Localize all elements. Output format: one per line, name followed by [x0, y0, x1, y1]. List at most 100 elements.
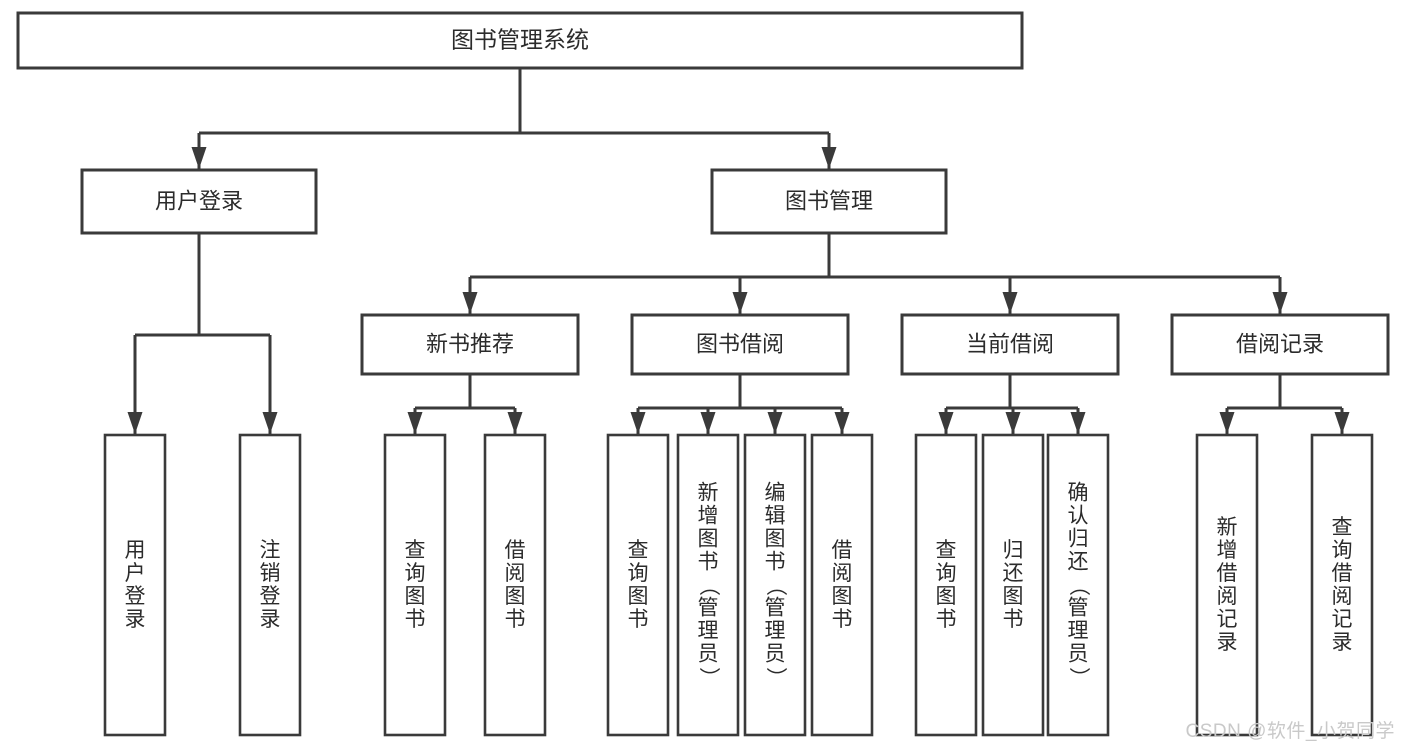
- node-label-char: 辑: [765, 504, 786, 527]
- node-box-leaf-cur-query: [914, 433, 978, 737]
- node-box-new-book-rec: [360, 313, 580, 376]
- node-label-char: 询: [628, 562, 649, 585]
- node-label-char: 书: [1003, 608, 1024, 631]
- node-label-char: 书: [765, 550, 786, 573]
- node-box-leaf-rec-borrow: [483, 433, 547, 737]
- node-label-borrow-record: 借阅记录: [1236, 331, 1324, 356]
- arrow-head-icon: [262, 412, 278, 434]
- node-label-undefined: 图书管理系统: [451, 27, 589, 53]
- node-box-book-manage: [710, 168, 948, 235]
- node-label-char: 确: [1068, 481, 1089, 504]
- node-label-char: 户: [125, 562, 146, 585]
- node-label-char: 阅: [1217, 585, 1238, 608]
- arrow-head-icon: [938, 412, 954, 434]
- node-label-char: 阅: [1332, 585, 1353, 608]
- node-label-char: 新: [698, 481, 719, 504]
- node-label-char: 询: [936, 562, 957, 585]
- node-label-char: 查: [628, 539, 649, 562]
- node-label-char: 理: [765, 619, 786, 642]
- arrow-head-icon: [767, 412, 783, 434]
- node-label-char: 录: [260, 608, 281, 631]
- node-label-char: ）: [1067, 667, 1090, 688]
- node-box-leaf-borrow-add: [676, 433, 740, 737]
- arrow-head-icon: [630, 412, 646, 434]
- node-label-char: 书: [505, 608, 526, 631]
- node-book-borrow[interactable]: 图书借阅: [630, 313, 850, 376]
- node-borrow-record[interactable]: 借阅记录: [1170, 313, 1390, 376]
- node-box-book-borrow: [630, 313, 850, 376]
- node-label-char: （: [697, 575, 720, 596]
- node-label-char: 录: [1332, 631, 1353, 654]
- arrow-head-icon: [1219, 412, 1235, 434]
- node-label-char: 归: [1003, 539, 1024, 562]
- node-label-char: 书: [405, 608, 426, 631]
- node-label-current-borrow: 当前借阅: [966, 331, 1054, 356]
- node-new-book-rec[interactable]: 新书推荐: [360, 313, 580, 376]
- node-label-char: 图: [405, 585, 426, 608]
- node-box-leaf-cur-confirm: [1046, 433, 1110, 737]
- node-label-user-login: 用户登录: [155, 188, 243, 213]
- node-current-borrow[interactable]: 当前借阅: [900, 313, 1120, 376]
- node-label-char: 借: [1217, 562, 1238, 585]
- node-label-char: 查: [936, 539, 957, 562]
- node-label-char: 录: [125, 608, 146, 631]
- arrow-head-icon: [507, 412, 523, 434]
- arrow-head-icon: [462, 292, 478, 314]
- node-leaf-user-login[interactable]: 用户登录: [103, 433, 167, 737]
- arrow-head-icon: [732, 292, 748, 314]
- node-label-char: 录: [1217, 631, 1238, 654]
- node-label-char: 询: [1332, 539, 1353, 562]
- node-label-char: 记: [1217, 608, 1238, 631]
- node-label-char: 用: [125, 539, 146, 562]
- node-layer: 图书管理系统用户登录图书管理新书推荐图书借阅当前借阅借阅记录用户登录注销登录查询…: [16, 11, 1390, 737]
- node-label-char: （: [1067, 575, 1090, 596]
- node-label-char: 书: [628, 608, 649, 631]
- node-label-char: 归: [1068, 527, 1089, 550]
- node-label-char: 书: [832, 608, 853, 631]
- node-user-login[interactable]: 用户登录: [80, 168, 318, 235]
- node-box-user-login: [80, 168, 318, 235]
- node-label-char: 新: [1217, 516, 1238, 539]
- node-undefined[interactable]: 图书管理系统: [16, 11, 1024, 70]
- node-label-char: 销: [260, 562, 281, 585]
- node-label-char: 阅: [832, 562, 853, 585]
- node-label-char: 询: [405, 562, 426, 585]
- node-label-char: 管: [698, 596, 719, 619]
- node-box-undefined: [16, 11, 1024, 70]
- node-label-new-book-rec: 新书推荐: [426, 331, 514, 356]
- node-label-char: 增: [1217, 539, 1238, 562]
- arrow-head-icon: [1334, 412, 1350, 434]
- arrow-head-icon: [1002, 292, 1018, 314]
- node-label-char: 图: [936, 585, 957, 608]
- node-label-char: 理: [1068, 619, 1089, 642]
- watermark-text: CSDN @软件_小贺同学: [1185, 721, 1395, 742]
- node-book-manage[interactable]: 图书管理: [710, 168, 948, 235]
- node-label-char: 图: [698, 527, 719, 550]
- arrow-head-icon: [191, 147, 207, 169]
- node-box-borrow-record: [1170, 313, 1390, 376]
- node-label-char: 图: [1003, 585, 1024, 608]
- node-label-char: 注: [260, 539, 281, 562]
- arrow-head-icon: [127, 412, 143, 434]
- arrow-head-icon: [407, 412, 423, 434]
- arrow-head-icon: [1272, 292, 1288, 314]
- node-label-char: 增: [698, 504, 719, 527]
- arrow-head-icon: [834, 412, 850, 434]
- node-label-char: ）: [764, 667, 787, 688]
- node-label-char: 管: [1068, 596, 1089, 619]
- node-label-char: 图: [505, 585, 526, 608]
